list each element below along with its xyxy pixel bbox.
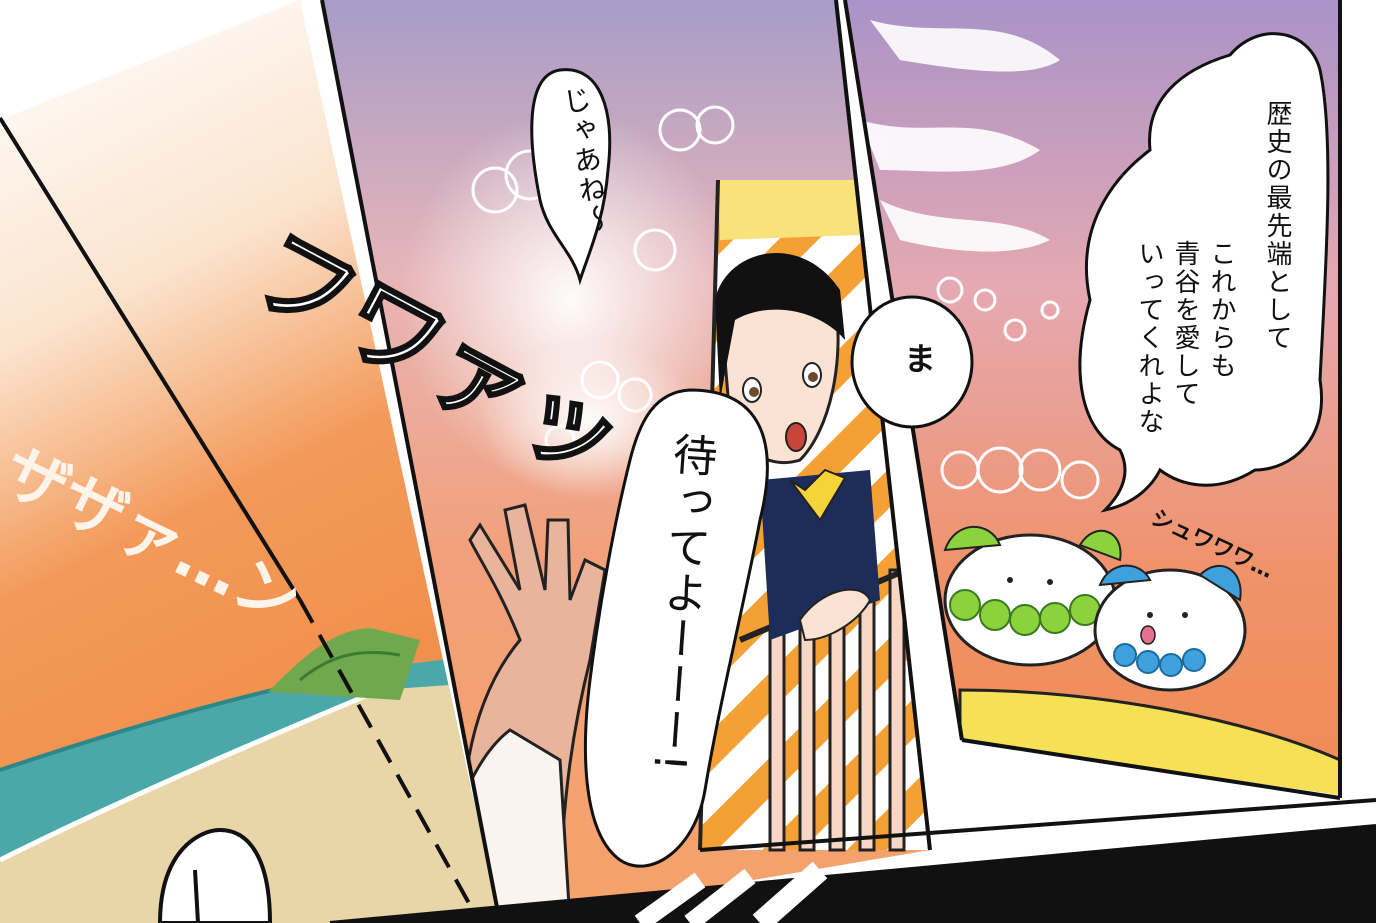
mascot-line-1: 歴史の最先端として xyxy=(1262,100,1292,352)
mascot-line-3: 青谷を愛して xyxy=(1170,240,1200,408)
speech-bubble-ma xyxy=(850,295,974,429)
bottom-strip xyxy=(157,826,1376,923)
speech-bubble-bye xyxy=(530,68,612,286)
speech-bubble-wait xyxy=(583,388,769,868)
ma-dialogue: ま xyxy=(899,342,937,376)
speech-bubble-mascot xyxy=(1078,32,1330,513)
mascot-dialogue: 歴史の最先端として これからも 青谷を愛して いってくれよな xyxy=(1110,100,1300,460)
mascot-line-4: いってくれよな xyxy=(1134,240,1164,436)
mascot-line-2: これからも xyxy=(1206,240,1236,380)
